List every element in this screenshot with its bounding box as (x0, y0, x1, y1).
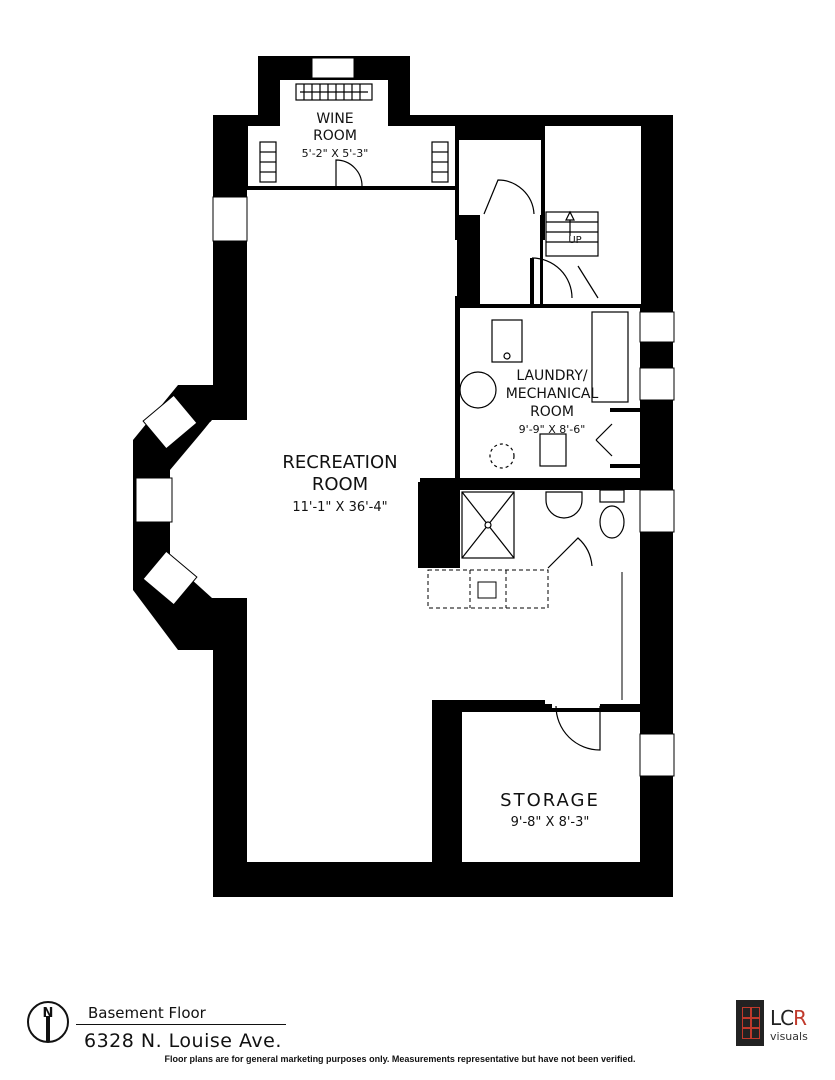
door-storage (555, 705, 601, 751)
toilet-bowl-icon (599, 505, 625, 539)
door-bath (547, 537, 593, 569)
recreation-room-area (172, 190, 640, 862)
title-divider (76, 1024, 286, 1025)
interior-spaces (170, 80, 641, 862)
svg-text:RECREATION: RECREATION (282, 452, 397, 473)
laundry-fixtures (459, 311, 629, 469)
wine-room-area (280, 80, 388, 126)
property-address: 6328 N. Louise Ave. (84, 1030, 282, 1052)
logo-name-prefix: LC (770, 1006, 794, 1030)
logo-name-accent: R (793, 1006, 807, 1030)
window-bay-mid (135, 477, 173, 523)
bar-counter (427, 569, 549, 609)
bath-fixtures (461, 489, 625, 559)
window-east-1 (639, 311, 675, 343)
brand-logo: LCR visuals (736, 1000, 816, 1050)
dryer-icon (591, 311, 629, 403)
storage-room-area (462, 712, 640, 862)
window-west (212, 196, 248, 242)
svg-text:9'-8" X 8'-3": 9'-8" X 8'-3" (511, 815, 590, 830)
sink-icon (545, 491, 583, 519)
door-laundry (595, 423, 613, 441)
door-stair (531, 257, 573, 299)
doors (335, 159, 613, 751)
laundry-room-label: LAUNDRY/ MECHANICAL ROOM 9'-9" X 8'-6" (506, 368, 599, 436)
svg-text:WINE: WINE (316, 111, 353, 127)
recreation-room-label: RECREATION ROOM 11'-1" X 36'-4" (282, 452, 397, 515)
svg-text:ROOM: ROOM (313, 128, 357, 144)
wine-room-label: WINE ROOM 5'-2" X 5'-3" (302, 111, 369, 160)
utility-sink-icon (539, 433, 567, 467)
north-compass-icon: N (27, 1001, 69, 1043)
stair (545, 210, 599, 257)
window-east-2 (639, 367, 675, 401)
window-north (311, 57, 355, 79)
floor-title: Basement Floor (88, 1004, 206, 1022)
window-bay-top (142, 394, 198, 450)
floor-plan: UP WINE ROOM 5'-2" X 5'-3" LAUNDRY/ MECH… (133, 56, 675, 897)
storage-wall-block (432, 702, 462, 730)
svg-text:MECHANICAL: MECHANICAL (506, 386, 599, 402)
floor-drain-icon (489, 443, 515, 469)
svg-text:5'-2" X 5'-3": 5'-2" X 5'-3" (302, 147, 369, 160)
wine-racks (259, 83, 449, 183)
interior-walls (455, 126, 640, 862)
window-bay-bottom (142, 550, 198, 606)
storage-room-label: STORAGE 9'-8" X 8'-3" (500, 790, 600, 830)
water-heater-icon (459, 371, 497, 409)
logo-mark-icon (736, 1000, 764, 1046)
logo-name: LCR (770, 1006, 807, 1030)
logo-subtitle: visuals (770, 1030, 808, 1043)
window-east-4 (639, 733, 675, 777)
svg-text:ROOM: ROOM (312, 474, 368, 495)
compass-letter: N (43, 1006, 54, 1021)
window-east-3 (639, 489, 675, 533)
stair-up-label: UP (568, 235, 581, 246)
svg-text:11'-1" X 36'-4": 11'-1" X 36'-4" (292, 500, 387, 515)
toilet-tank-icon (599, 489, 625, 503)
disclaimer: Floor plans are for general marketing pu… (164, 1054, 636, 1064)
windows (135, 57, 675, 777)
svg-text:STORAGE: STORAGE (500, 790, 600, 811)
svg-text:ROOM: ROOM (530, 404, 574, 420)
door-closet (483, 179, 535, 215)
svg-text:9'-9" X 8'-6": 9'-9" X 8'-6" (519, 423, 586, 436)
svg-text:LAUNDRY/: LAUNDRY/ (516, 368, 588, 384)
bath-wall-block (418, 482, 458, 568)
door-wine (335, 159, 363, 187)
